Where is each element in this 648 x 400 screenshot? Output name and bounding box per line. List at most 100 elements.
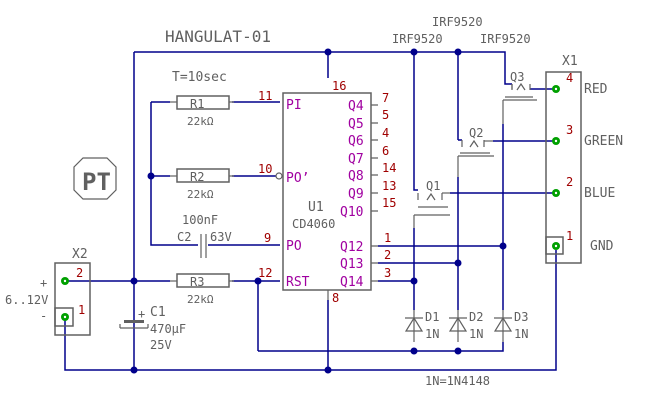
x1-pin3-label: GREEN xyxy=(584,134,623,149)
connector-x1: X1 4 RED 3 GREEN 2 BLUE 1 GND xyxy=(545,54,623,264)
pin-rst-num: 12 xyxy=(258,266,272,280)
pin-q10-name: Q10 xyxy=(340,205,363,220)
q2-ref: Q2 xyxy=(469,126,483,140)
c2-ref: C2 xyxy=(177,230,191,244)
x1-ref: X1 xyxy=(562,54,578,69)
junction xyxy=(147,172,155,180)
junction xyxy=(130,366,138,374)
pin-q6-num: 4 xyxy=(382,126,389,140)
d3-ref: D3 xyxy=(514,310,528,324)
capacitor-c2: 100nF C2 63V xyxy=(177,213,232,258)
ic-u1: 16 8 PI 11 PO’ 10 PO 9 RST 12 Q4 7 Q5 5 … xyxy=(258,79,396,305)
junction xyxy=(410,48,418,56)
mosfet-q1: Q1 xyxy=(413,179,450,228)
x1-pin4-label: RED xyxy=(584,82,608,97)
pin-po-name: PO xyxy=(286,239,302,254)
wire-vdd-rail xyxy=(134,51,512,85)
c1-voltage: 25V xyxy=(150,338,172,352)
x2-plus: + xyxy=(40,276,47,290)
junction xyxy=(254,277,262,285)
r1-value: 22kΩ xyxy=(187,115,214,128)
pin-q4-num: 7 xyxy=(382,91,389,105)
pin-pi-num: 11 xyxy=(258,89,272,103)
d2-value: 1N xyxy=(469,327,483,341)
pin-q9-name: Q9 xyxy=(348,187,364,202)
junction xyxy=(454,347,462,355)
pin-pi-name: PI xyxy=(286,98,302,113)
x1-pin1-num: 1 xyxy=(566,229,573,243)
resistor-r1: R1 22kΩ xyxy=(170,95,234,128)
d2-ref: D2 xyxy=(469,310,483,324)
pin-po-inv-name: PO’ xyxy=(286,171,309,186)
c1-ref: C1 xyxy=(150,305,166,320)
connector-x2: X2 + 6..12V - 2 1 xyxy=(5,247,91,336)
c1-value: 470µF xyxy=(150,322,186,336)
wires xyxy=(64,51,557,371)
pin-po-inv-num: 10 xyxy=(258,162,272,176)
diode-d1: D1 1N xyxy=(404,310,439,342)
pin-q14-name: Q14 xyxy=(340,275,364,290)
q1-ref: Q1 xyxy=(426,179,440,193)
q3-part: IRF9520 xyxy=(480,32,531,46)
q3-ref: Q3 xyxy=(510,70,524,84)
c2-voltage: 63V xyxy=(210,230,232,244)
x1-pin1-label: GND xyxy=(590,239,614,254)
c1-polarity: + xyxy=(138,307,145,321)
junction xyxy=(410,277,418,285)
c2-value: 100nF xyxy=(182,213,218,227)
q2-part: IRF9520 xyxy=(432,15,483,29)
pin-q13-name: Q13 xyxy=(340,257,363,272)
d1-ref: D1 xyxy=(425,310,439,324)
inverting-bubble xyxy=(275,172,283,180)
junction xyxy=(324,366,332,374)
pin-q14-num: 3 xyxy=(384,266,391,280)
pin-16-num: 16 xyxy=(332,79,346,93)
pin-q5-name: Q5 xyxy=(348,117,364,132)
x1-pin2-num: 2 xyxy=(566,175,573,189)
pin-q12-name: Q12 xyxy=(340,240,363,255)
d3-value: 1N xyxy=(514,327,528,341)
pin-8-num: 8 xyxy=(332,291,339,305)
pin-q8-name: Q8 xyxy=(348,169,364,184)
pin-q9-num: 13 xyxy=(382,179,396,193)
junctions xyxy=(130,48,507,374)
pin-rst-name: RST xyxy=(286,275,310,290)
wire-osc-left xyxy=(150,102,198,246)
pin-q8-num: 14 xyxy=(382,161,396,175)
wire-gnd-rail xyxy=(64,250,557,371)
wire-q1-s xyxy=(413,160,418,191)
x2-pin2-num: 2 xyxy=(76,266,83,280)
resistor-r2: R2 22kΩ xyxy=(170,168,234,201)
r3-ref: R3 xyxy=(190,275,204,289)
diode-note: 1N=1N4148 xyxy=(425,374,490,388)
x2-pin1-num: 1 xyxy=(78,303,85,317)
q1-part: IRF9520 xyxy=(392,32,443,46)
pin-q5-num: 5 xyxy=(382,108,389,122)
mosfet-q3: Q3 xyxy=(502,70,537,124)
junction xyxy=(454,48,462,56)
pin-q7-name: Q7 xyxy=(348,152,364,167)
schematic-title: HANGULAT-01 xyxy=(165,27,271,46)
junction xyxy=(454,259,462,267)
ic-ref: U1 xyxy=(308,200,324,215)
ic-part: CD4060 xyxy=(292,217,335,231)
mosfet-q2: Q2 xyxy=(457,126,494,177)
x1-pin3-num: 3 xyxy=(566,123,573,137)
junction xyxy=(130,277,138,285)
r2-value: 22kΩ xyxy=(187,188,214,201)
resistor-r3: R3 22kΩ xyxy=(170,273,234,306)
r2-ref: R2 xyxy=(190,170,204,184)
x1-pin4-num: 4 xyxy=(566,71,573,85)
diode-d2: D2 1N xyxy=(448,310,483,342)
pin-q12-num: 1 xyxy=(384,231,391,245)
junction xyxy=(499,242,507,250)
pin-q13-num: 2 xyxy=(384,248,391,262)
x2-minus: - xyxy=(40,309,47,323)
logo-text: PT xyxy=(82,168,111,196)
capacitor-c1: + C1 470µF 25V xyxy=(119,305,186,352)
diode-d3: D3 1N xyxy=(493,310,528,342)
pin-q10-num: 15 xyxy=(382,196,396,210)
d1-value: 1N xyxy=(425,327,439,341)
junction xyxy=(410,347,418,355)
